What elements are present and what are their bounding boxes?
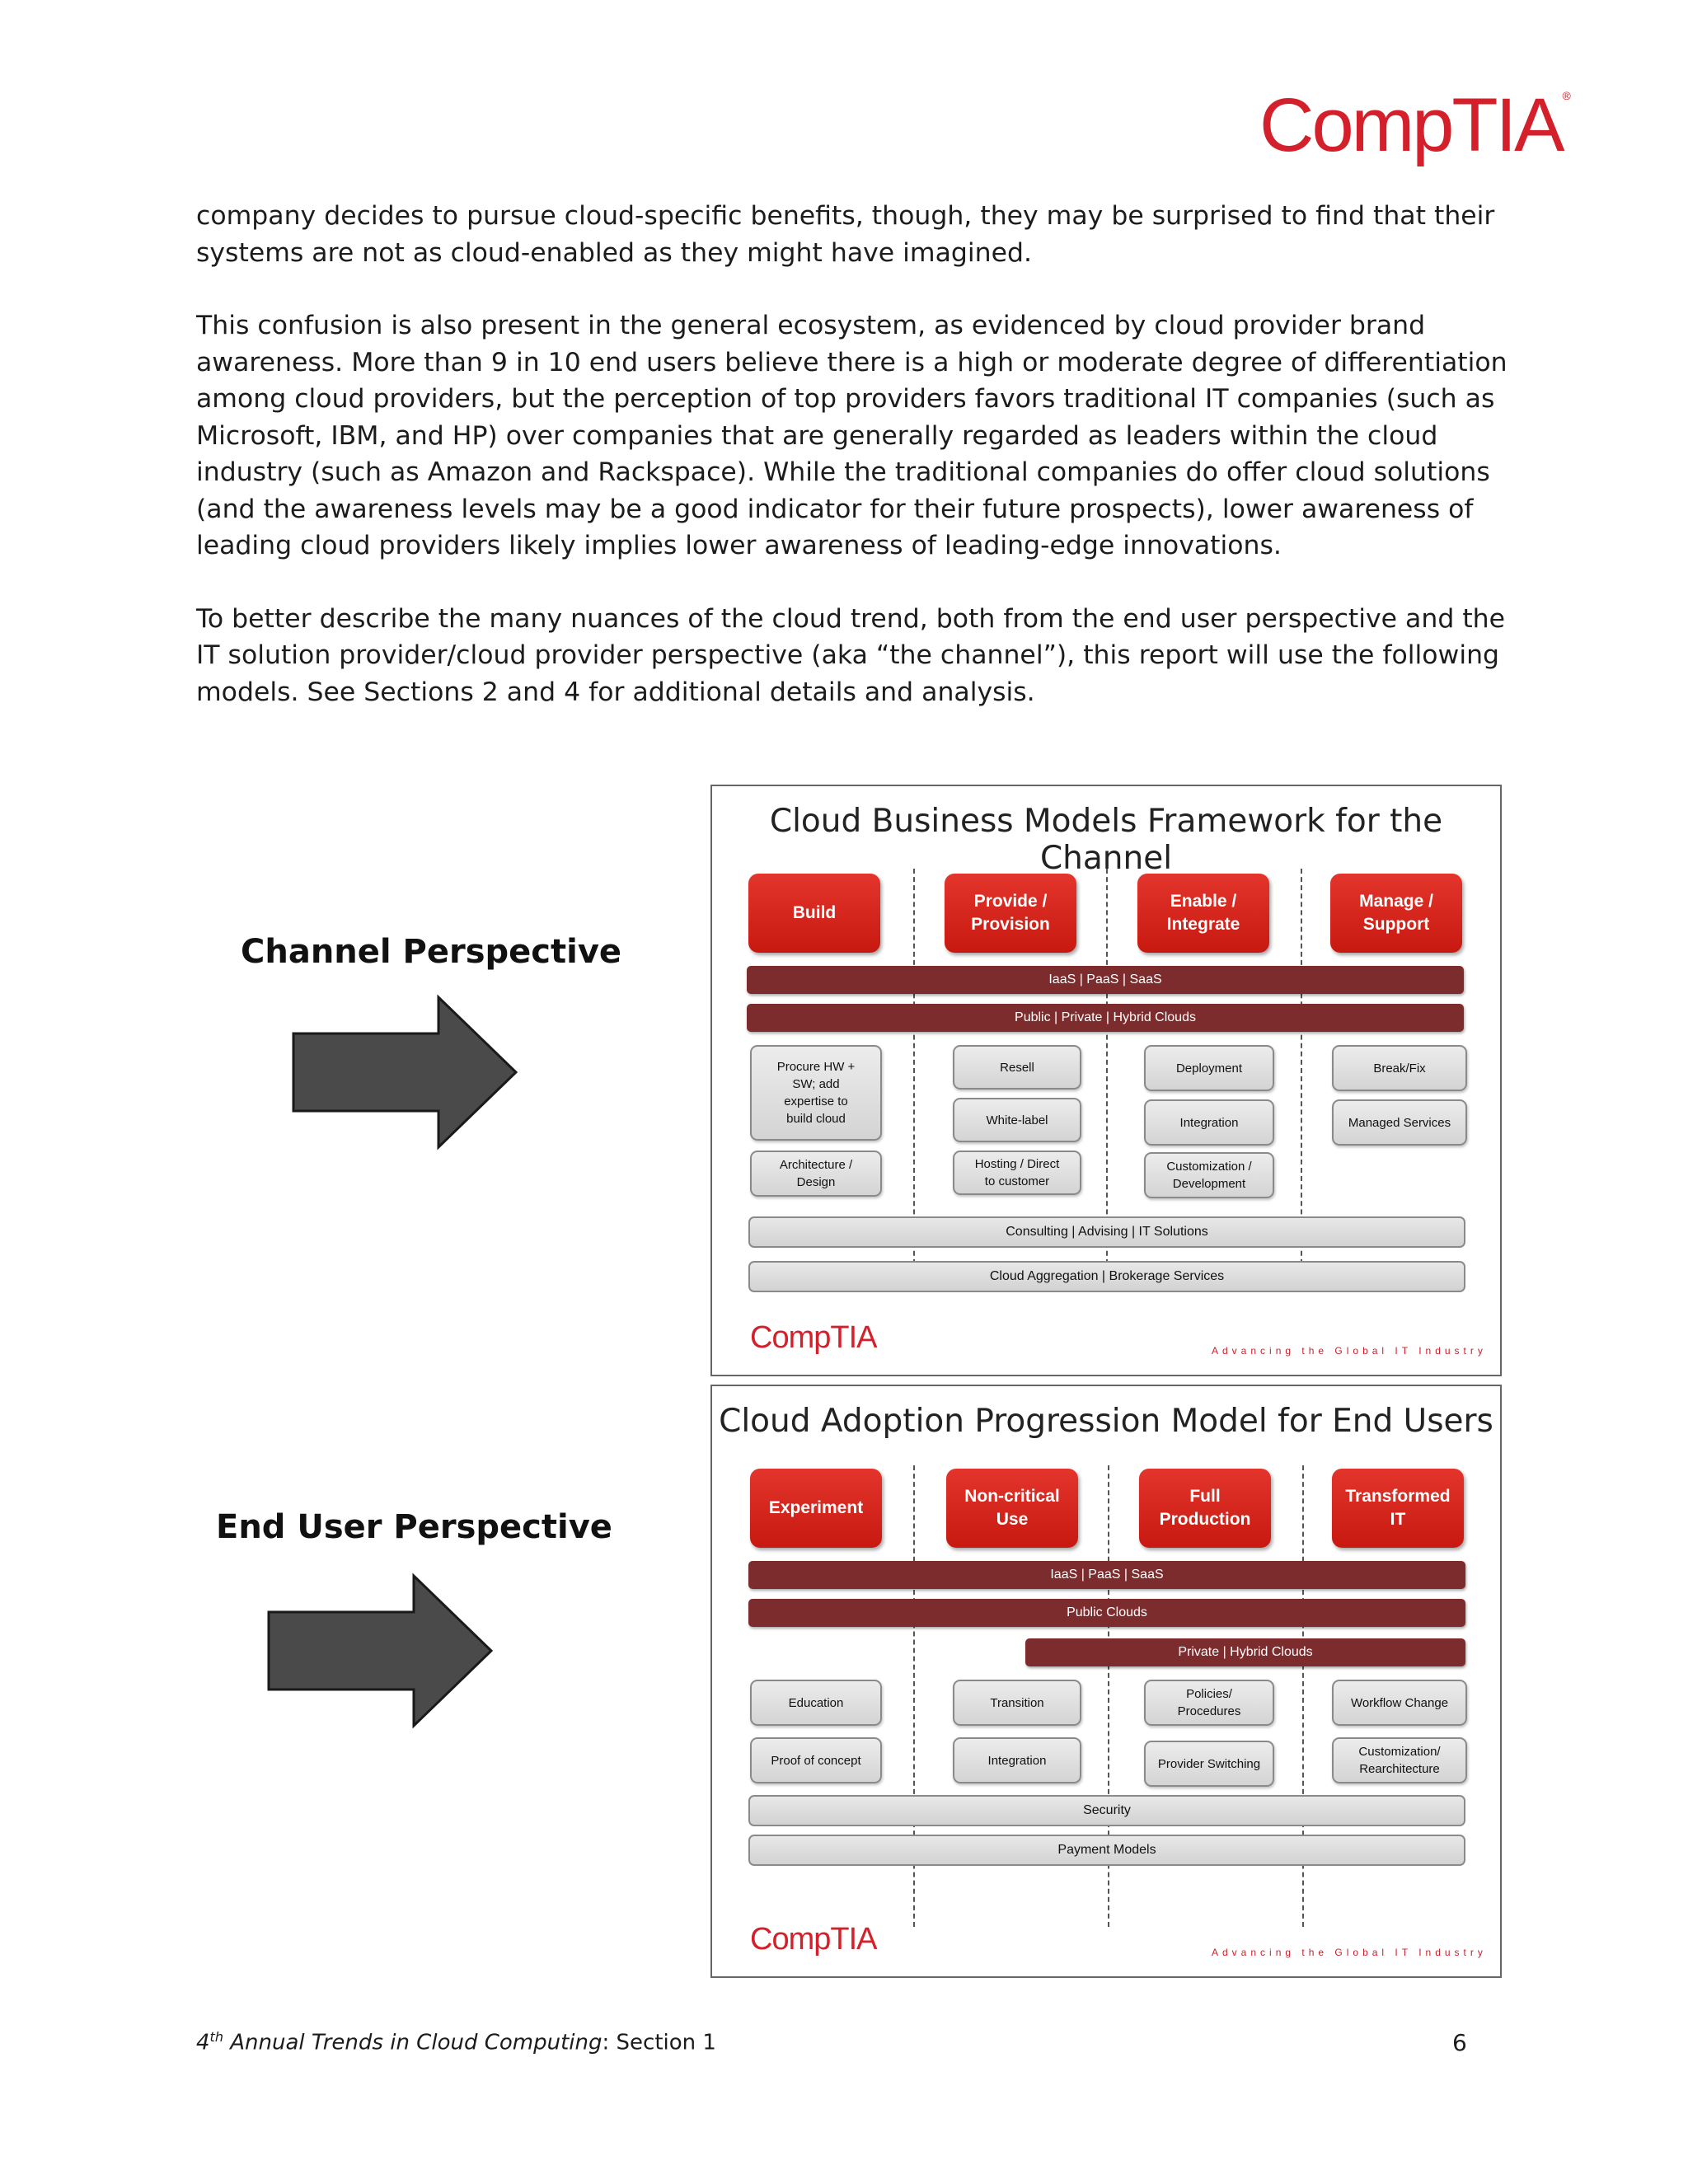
column-divider (1301, 869, 1302, 1281)
consulting-band: Consulting | Advising | IT Solutions (748, 1216, 1465, 1248)
footer-title: 4th Annual Trends in Cloud Computing: Se… (196, 2029, 716, 2055)
enduser-perspective-label: End User Perspective (216, 1508, 612, 1546)
paragraph: company decides to pursue cloud-specific… (196, 201, 1495, 268)
cloud-type-band: Public | Private | Hybrid Clouds (747, 1004, 1464, 1032)
paragraph: This confusion is also present in the ge… (196, 311, 1507, 560)
column-header-enable: Enable / Integrate (1137, 874, 1269, 953)
diagram-title: Cloud Adoption Progression Model for End… (719, 1403, 1493, 1440)
paragraph: To better describe the many nuances of t… (196, 603, 1506, 707)
right-arrow-icon (292, 994, 518, 1151)
page-number: 6 (1452, 2029, 1467, 2056)
item-architecture: Architecture / Design (750, 1151, 882, 1197)
column-divider (1106, 869, 1108, 1281)
channel-framework-diagram: Cloud Business Models Framework for the … (710, 785, 1502, 1376)
column-header-provide: Provide / Provision (945, 874, 1076, 953)
logo-text: CompTIA (1259, 83, 1565, 167)
footer-ordinal: 4 (196, 2030, 210, 2055)
tagline: Advancing the Global IT Industry (1212, 1345, 1487, 1357)
comptia-logo: CompTIA® (1259, 82, 1571, 169)
comptia-logo: CompTIA (750, 1922, 877, 1957)
column-divider (1302, 1465, 1304, 1927)
item-integration: Integration (1144, 1099, 1274, 1146)
tagline: Advancing the Global IT Industry (1212, 1947, 1487, 1958)
item-education: Education (750, 1680, 882, 1726)
service-model-band: IaaS | PaaS | SaaS (747, 966, 1464, 994)
item-white-label: White-label (953, 1098, 1081, 1142)
column-header-full-production: Full Production (1139, 1469, 1271, 1548)
item-integration: Integration (953, 1737, 1081, 1783)
channel-perspective-label: Channel Perspective (241, 933, 622, 971)
column-divider (913, 869, 915, 1281)
column-header-experiment: Experiment (750, 1469, 882, 1548)
comptia-logo: CompTIA (750, 1320, 877, 1355)
item-provider-switching: Provider Switching (1144, 1741, 1274, 1787)
right-arrow-icon (267, 1572, 494, 1729)
column-header-build: Build (748, 874, 880, 953)
item-customization: Customization/ Rearchitecture (1332, 1737, 1467, 1783)
footer-ordinal-suffix: th (209, 2029, 223, 2045)
item-proof-of-concept: Proof of concept (750, 1737, 882, 1783)
diagram-title: Cloud Business Models Framework for the … (769, 803, 1443, 877)
column-divider (913, 1465, 915, 1927)
item-transition: Transition (953, 1680, 1081, 1726)
enduser-progression-diagram: Cloud Adoption Progression Model for End… (710, 1385, 1502, 1978)
item-managed-services: Managed Services (1332, 1099, 1467, 1146)
item-procure: Procure HW + SW; add expertise to build … (750, 1045, 882, 1141)
public-clouds-band: Public Clouds (748, 1599, 1465, 1627)
item-workflow-change: Workflow Change (1332, 1680, 1467, 1726)
item-break-fix: Break/Fix (1332, 1045, 1467, 1091)
item-hosting: Hosting / Direct to customer (953, 1151, 1081, 1195)
payment-models-band: Payment Models (748, 1835, 1465, 1866)
item-policies: Policies/ Procedures (1144, 1680, 1274, 1726)
item-deployment: Deployment (1144, 1045, 1274, 1091)
item-resell: Resell (953, 1045, 1081, 1090)
footer-report-title: Annual Trends in Cloud Computing (230, 2030, 603, 2055)
private-hybrid-band: Private | Hybrid Clouds (1025, 1638, 1465, 1666)
service-model-band: IaaS | PaaS | SaaS (748, 1561, 1465, 1589)
aggregation-band: Cloud Aggregation | Brokerage Services (748, 1261, 1465, 1292)
body-text: company decides to pursue cloud-specific… (196, 198, 1531, 747)
security-band: Security (748, 1795, 1465, 1826)
column-divider (1108, 1465, 1109, 1927)
column-header-manage: Manage / Support (1330, 874, 1462, 953)
column-header-noncritical: Non-critical Use (946, 1469, 1078, 1548)
column-header-transformed: Transformed IT (1332, 1469, 1464, 1548)
footer-section: : Section 1 (602, 2030, 716, 2055)
logo-registered-mark: ® (1562, 89, 1571, 102)
item-customization: Customization / Development (1144, 1152, 1274, 1198)
